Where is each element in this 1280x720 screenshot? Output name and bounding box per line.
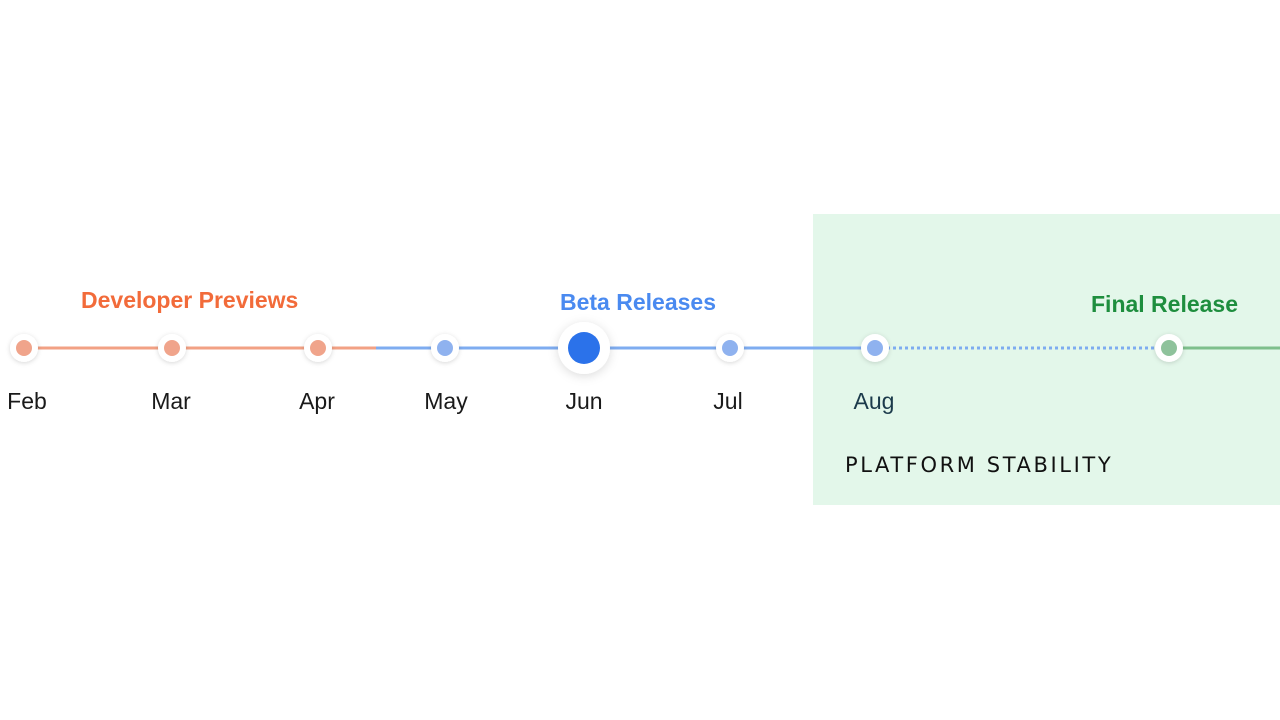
milestone-final-release xyxy=(1155,334,1183,362)
month-label-apr: Apr xyxy=(299,388,335,414)
month-label-aug: Aug xyxy=(853,388,895,414)
beta-releases-label: Beta Releases xyxy=(560,289,716,315)
platform-stability-zone xyxy=(813,214,1280,505)
final-release-label: Final Release xyxy=(1091,291,1239,317)
month-label-mar: Mar xyxy=(151,388,191,414)
platform-stability-label: PLATFORM STABILITY xyxy=(845,453,1114,477)
milestone-aug xyxy=(861,334,889,362)
month-label-jun: Jun xyxy=(565,388,603,414)
milestone-apr xyxy=(304,334,332,362)
milestone-mar xyxy=(158,334,186,362)
month-label-feb: Feb xyxy=(7,388,47,414)
milestone-jul xyxy=(716,334,744,362)
milestone-jun-current xyxy=(558,322,610,374)
month-label-may: May xyxy=(424,388,468,414)
developer-previews-label: Developer Previews xyxy=(81,287,299,313)
milestone-feb xyxy=(10,334,38,362)
milestone-may xyxy=(431,334,459,362)
month-label-jul: Jul xyxy=(713,388,743,414)
